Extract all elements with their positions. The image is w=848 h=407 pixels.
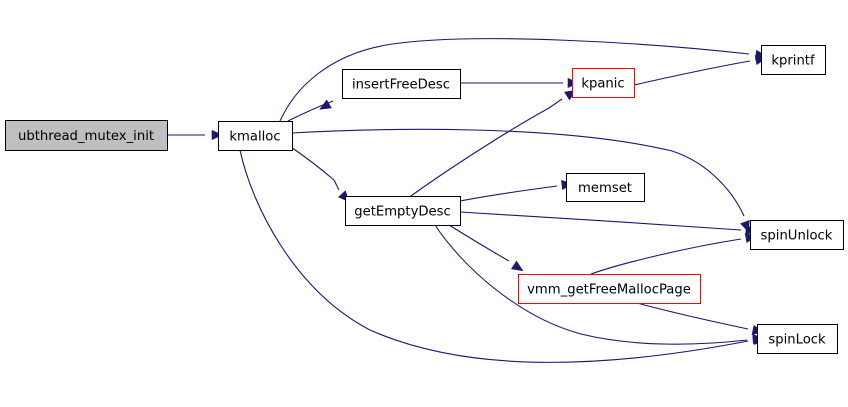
edge-getEmptyDesc-to-spinLock: [434, 224, 748, 345]
nodes-layer: ubthread_mutex_init kmalloc insertFreeDesc…: [5, 45, 844, 354]
node-kpanic[interactable]: kpanic: [572, 68, 635, 98]
node-label-kprintf: kprintf: [771, 54, 815, 69]
node-ubthread_mutex_init[interactable]: ubthread_mutex_init: [5, 120, 168, 151]
node-label-vmm_getFreeMallocPage: vmm_getFreeMallocPage: [527, 283, 691, 298]
node-box-spinLock[interactable]: [757, 324, 838, 354]
node-kprintf[interactable]: kprintf: [761, 45, 826, 75]
node-label-spinLock: spinLock: [768, 333, 826, 348]
node-box-vmm_getFreeMallocPage[interactable]: [518, 274, 701, 304]
edge-kpanic-to-kprintf: [633, 60, 751, 86]
node-label-kmalloc: kmalloc: [229, 130, 280, 145]
node-box-ubthread_mutex_init[interactable]: [5, 120, 168, 151]
node-box-kpanic[interactable]: [572, 68, 635, 98]
edge-kmalloc-to-kprintf: [279, 38, 750, 122]
edge-getEmptyDesc-to-vmm_getFreeMallocPage: [448, 224, 510, 262]
node-box-kmalloc[interactable]: [218, 121, 293, 151]
node-getEmptyDesc[interactable]: getEmptyDesc: [345, 196, 461, 226]
edge-kmalloc-to-insertFreeDesc: [287, 100, 334, 122]
edge-getEmptyDesc-to-memset: [459, 185, 558, 202]
node-kmalloc[interactable]: kmalloc: [218, 121, 293, 151]
arrowhead-icon: [319, 99, 332, 110]
node-box-memset[interactable]: [566, 173, 645, 202]
node-box-getEmptyDesc[interactable]: [345, 196, 461, 226]
node-label-ubthread_mutex_init: ubthread_mutex_init: [18, 129, 154, 144]
node-vmm_getFreeMallocPage[interactable]: vmm_getFreeMallocPage: [518, 274, 701, 304]
node-label-getEmptyDesc: getEmptyDesc: [354, 205, 451, 220]
edges-layer: [167, 38, 751, 363]
node-memset[interactable]: memset: [566, 173, 645, 202]
edge-kmalloc-to-spinLock: [239, 149, 749, 363]
edge-getEmptyDesc-to-kpanic: [410, 98, 563, 197]
edge-kmalloc-to-spinUnlock: [291, 128, 745, 217]
edge-vmm_getFreeMallocPage-to-spinUnlock: [590, 238, 742, 275]
node-insertFreeDesc[interactable]: insertFreeDesc: [342, 69, 461, 99]
node-box-kprintf[interactable]: [761, 45, 826, 75]
node-label-spinUnlock: spinUnlock: [761, 229, 833, 244]
arrowhead-icon: [211, 129, 224, 141]
node-spinUnlock[interactable]: spinUnlock: [750, 220, 844, 250]
edge-vmm_getFreeMallocPage-to-spinLock: [636, 302, 749, 330]
edge-getEmptyDesc-to-spinUnlock: [459, 211, 742, 231]
node-label-insertFreeDesc: insertFreeDesc: [352, 78, 450, 93]
node-spinLock[interactable]: spinLock: [757, 324, 838, 354]
arrowhead-icon: [510, 260, 524, 272]
node-box-insertFreeDesc[interactable]: [342, 69, 461, 99]
node-label-kpanic: kpanic: [581, 77, 624, 92]
node-box-spinUnlock[interactable]: [750, 220, 844, 250]
node-label-memset: memset: [578, 181, 632, 196]
edge-kmalloc-to-getEmptyDesc: [290, 146, 340, 191]
